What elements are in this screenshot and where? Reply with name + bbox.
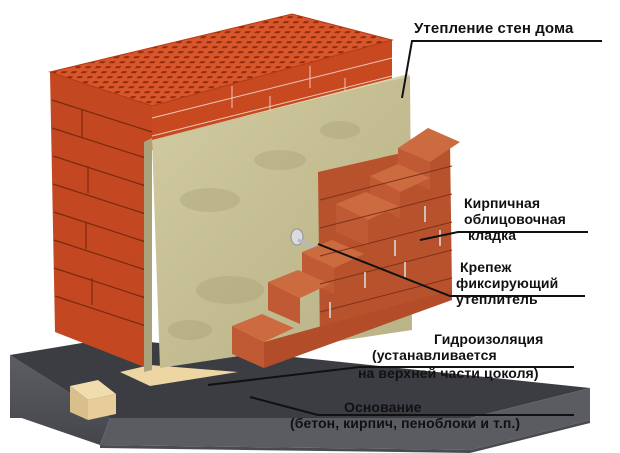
facing-brick-masonry	[232, 128, 460, 368]
foundation-plinth	[10, 338, 590, 453]
label-fastener-line-2: фиксирующий	[456, 275, 559, 291]
label-foundation-line-2: (бетон, кирпич, пеноблоки и т.п.)	[290, 415, 521, 431]
label-facing-brick: Кирпичная облицовочная кладка	[464, 195, 566, 243]
label-facing-brick-line-1: Кирпичная	[464, 195, 541, 211]
label-facing-brick-line-3: кладка	[468, 227, 517, 243]
label-wall-insulation: Утепление стен дома	[414, 20, 574, 37]
inner-brick-wall	[48, 13, 394, 370]
label-fastener: Крепеж фиксирующий утеплитель	[456, 259, 558, 307]
label-facing-brick-line-2: облицовочная	[464, 211, 566, 227]
waterproofing-block	[70, 380, 116, 400]
label-fastener-line-1: Крепеж	[460, 259, 512, 275]
label-foundation-line-1: Основание	[344, 399, 422, 415]
label-waterproofing-line-2: (устанавливается	[372, 347, 497, 363]
label-waterproofing: Гидроизоляция (устанавливается на верхне…	[344, 331, 543, 381]
label-waterproofing-line-1: Гидроизоляция	[434, 331, 544, 347]
label-fastener-line-3: утеплитель	[456, 291, 538, 307]
label-waterproofing-line-3: на верхней части цоколя)	[358, 365, 539, 381]
label-foundation: Основание (бетон, кирпич, пеноблоки и т.…	[290, 399, 520, 431]
leader-lines	[207, 40, 602, 416]
